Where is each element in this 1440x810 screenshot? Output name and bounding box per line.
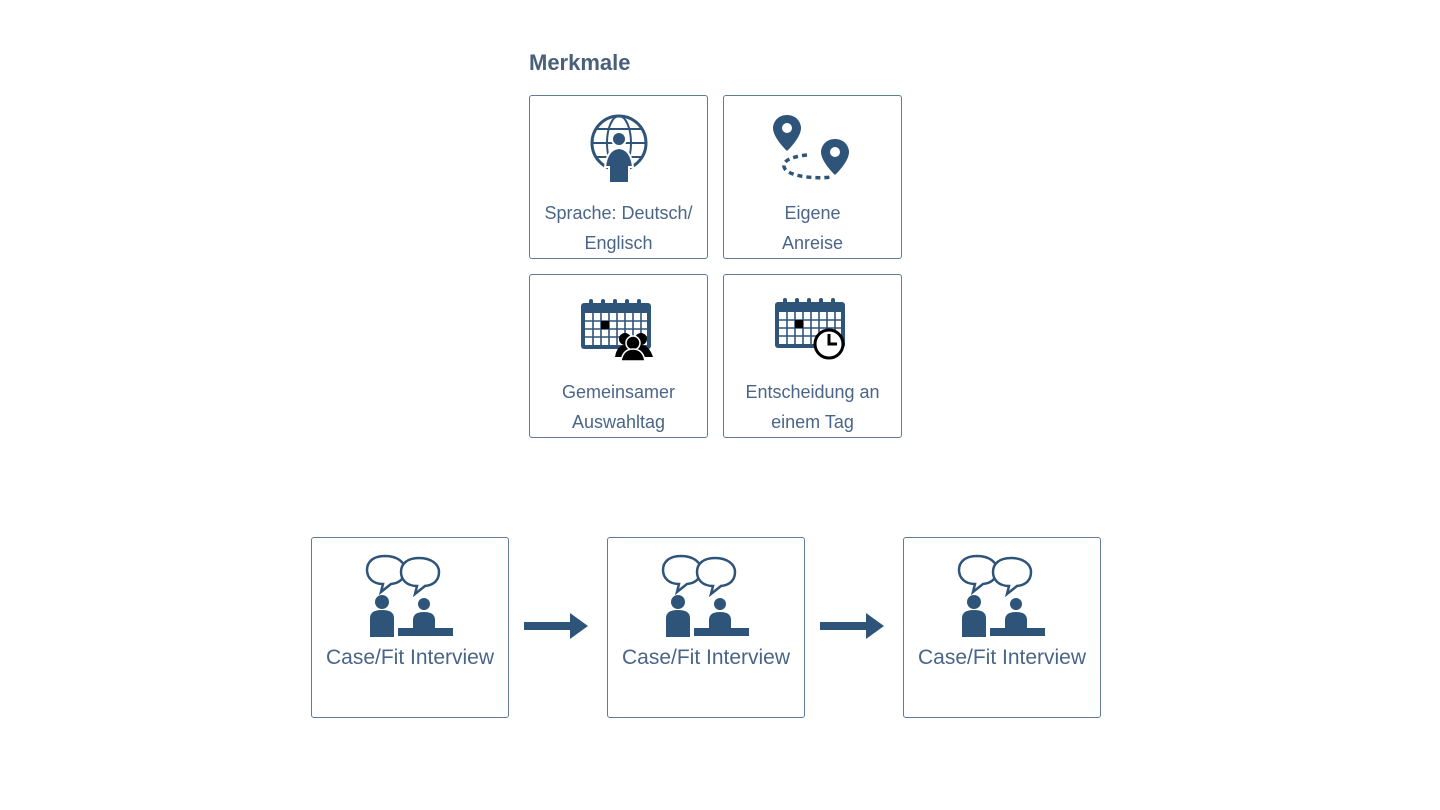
section-title: Merkmale [529, 50, 631, 75]
process-step-label: Case/Fit Interview [325, 646, 495, 669]
process-step-label: Case/Fit Interview [917, 646, 1087, 669]
process-step-label: Case/Fit Interview [621, 646, 791, 669]
feature-label-line2: Englisch [584, 233, 653, 253]
feature-label-line2: Anreise [781, 233, 844, 253]
feature-label-line1: Sprache: Deutsch/ [544, 203, 693, 223]
arrow-right-icon [820, 611, 886, 641]
feature-label-line2: Auswahltag [571, 412, 666, 432]
feature-card-decision: Entscheidung an einem Tag [723, 274, 902, 438]
calendar-group-icon [579, 291, 659, 365]
process-step-3: Case/Fit Interview [903, 537, 1101, 718]
process-step-2: Case/Fit Interview [607, 537, 805, 718]
globe-person-icon [587, 112, 651, 186]
feature-label-line2: einem Tag [771, 412, 854, 432]
feature-label-line1: Gemeinsamer [561, 382, 676, 402]
process-step-1: Case/Fit Interview [311, 537, 509, 718]
feature-card-selection-day: Gemeinsamer Auswahltag [529, 274, 708, 438]
feature-card-language: Sprache: Deutsch/ Englisch [529, 95, 708, 259]
calendar-clock-icon [773, 291, 853, 365]
interview-icon [661, 554, 751, 638]
location-route-icon [772, 112, 853, 186]
feature-label-line1: Eigene [784, 203, 841, 223]
arrow-right-icon [524, 611, 590, 641]
feature-card-travel: Eigene Anreise [723, 95, 902, 259]
interview-icon [365, 554, 455, 638]
feature-label-line1: Entscheidung an [745, 382, 880, 402]
interview-icon [957, 554, 1047, 638]
